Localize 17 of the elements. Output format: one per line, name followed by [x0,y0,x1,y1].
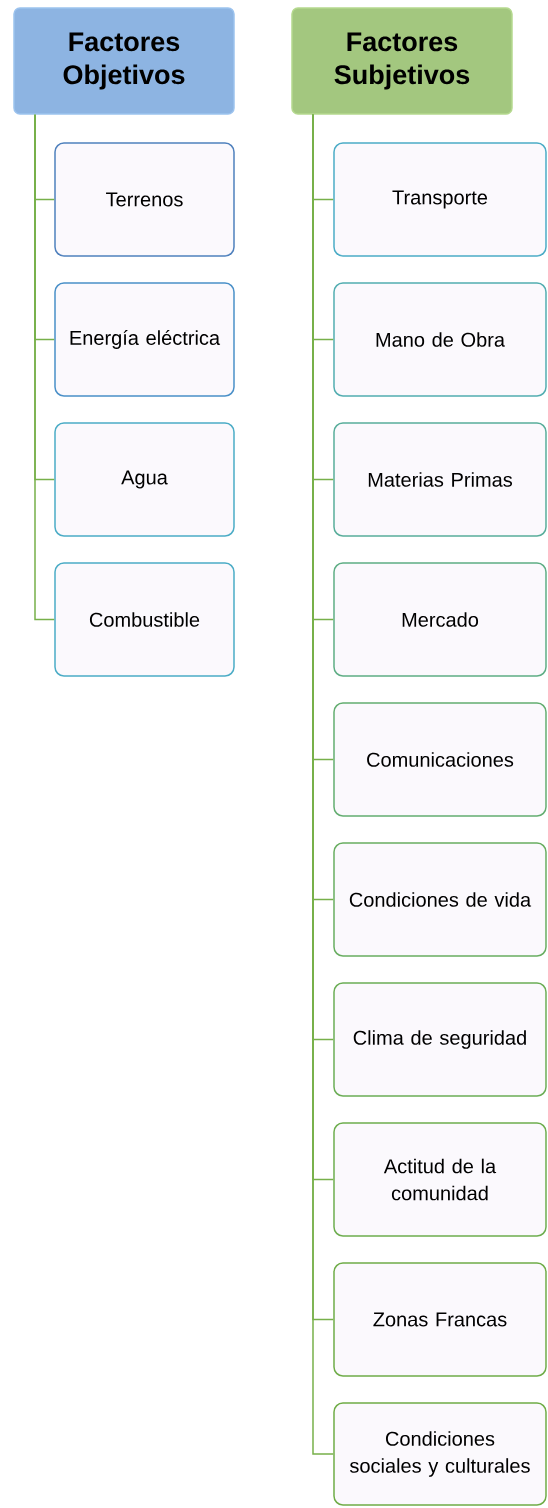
factor-box: Transporte [333,142,547,257]
header-box: Factores Subjetivos [291,7,513,115]
factor-box: Actitud de la comunidad [333,1122,547,1237]
factor-box: Condiciones sociales y culturales [333,1402,547,1506]
factor-box: Condiciones de vida [333,842,547,957]
factor-box: Zonas Francas [333,1262,547,1377]
factor-box: Terrenos [54,142,235,257]
header-box: Factores Objetivos [13,7,235,115]
factor-box: Mercado [333,562,547,677]
factor-box: Mano de Obra [333,282,547,397]
factor-box: Energía eléctrica [54,282,235,397]
factor-box: Materias Primas [333,422,547,537]
factor-box: Clima de seguridad [333,982,547,1097]
factor-box: Agua [54,422,235,537]
factor-box: Comunicaciones [333,702,547,817]
connector-line [34,114,55,621]
factor-box: Combustible [54,562,235,677]
